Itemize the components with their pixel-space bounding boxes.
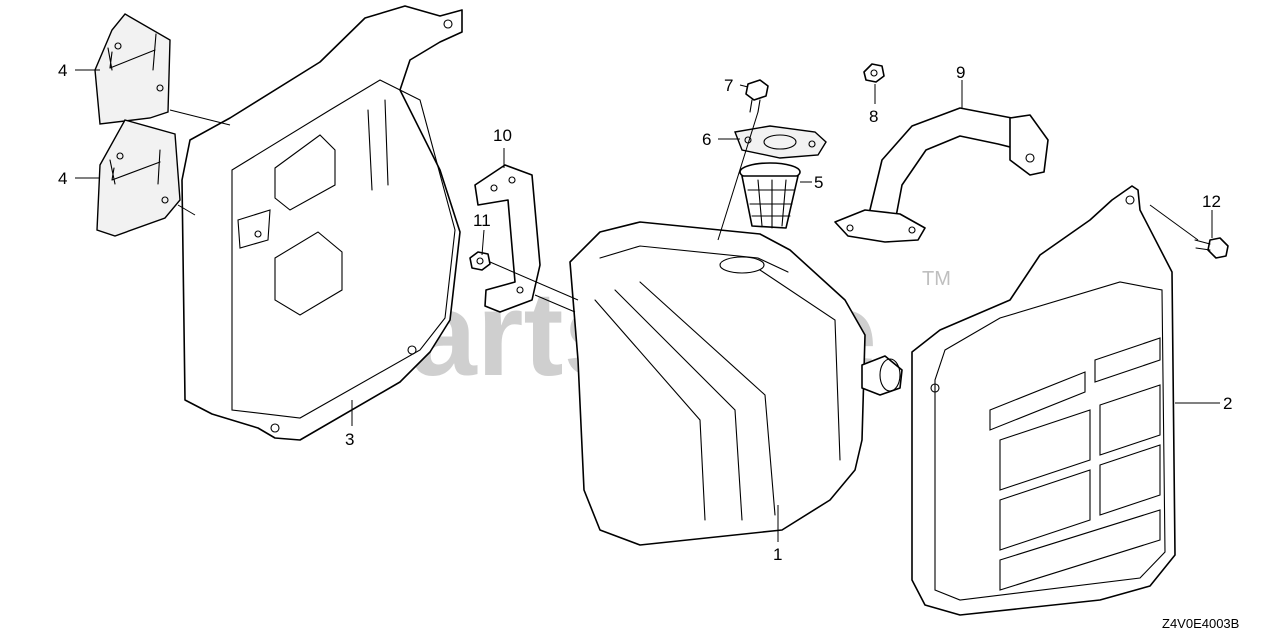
part-4-upper-gasket[interactable]: [94, 13, 171, 125]
diagram-code: Z4V0E4003B: [1162, 616, 1239, 631]
callout-4-upper: 4: [58, 61, 67, 80]
part-11-nut[interactable]: [469, 251, 491, 271]
callout-12: 12: [1202, 192, 1221, 211]
callout-7: 7: [724, 76, 733, 95]
part-12-bolt[interactable]: [1194, 237, 1229, 259]
leader-lines: [75, 69, 1220, 542]
callout-8: 8: [869, 107, 878, 126]
callout-10: 10: [493, 126, 512, 145]
part-1-muffler[interactable]: [569, 221, 903, 546]
callout-4-lower: 4: [58, 169, 67, 188]
callout-labels: 4 4 3 10 11 7 6 5 8 9 12 2 1: [58, 61, 1232, 564]
callout-6: 6: [702, 130, 711, 149]
watermark-trademark: TM: [922, 268, 951, 290]
part-5-screen[interactable]: [739, 162, 801, 229]
part-3-muffler-protector[interactable]: [181, 5, 463, 441]
part-10-bracket[interactable]: [474, 164, 541, 313]
part-4-lower-gasket[interactable]: [96, 119, 181, 237]
part-9-exhaust-pipe[interactable]: [834, 107, 1049, 243]
part-2-muffler-cover[interactable]: [911, 185, 1176, 616]
part-8-nut[interactable]: [863, 63, 885, 83]
callout-2: 2: [1223, 394, 1232, 413]
callout-11: 11: [473, 211, 491, 230]
callout-9: 9: [956, 63, 965, 82]
callout-1: 1: [773, 545, 782, 564]
callout-5: 5: [814, 173, 823, 192]
part-7-bolt[interactable]: [745, 79, 769, 113]
callout-3: 3: [345, 430, 354, 449]
